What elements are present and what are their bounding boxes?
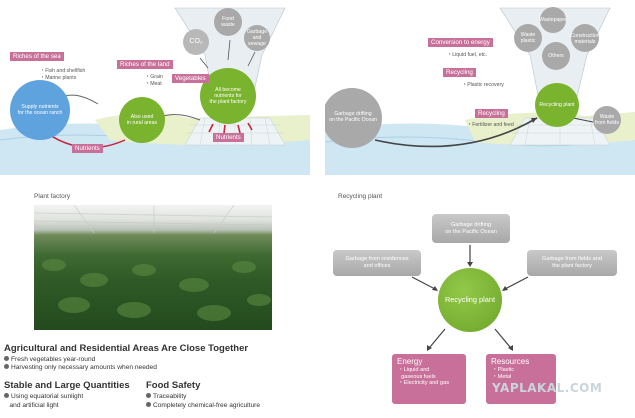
conversion-item: ・Liquid fuel, etc. bbox=[447, 52, 488, 58]
energy-title: Energy bbox=[397, 357, 423, 366]
recycling-tag-2: Recycling bbox=[475, 109, 508, 118]
feature-item-chemical-free: Completely chemical-free agriculture bbox=[146, 402, 260, 411]
bullet-icon bbox=[146, 402, 151, 407]
feature-item-traceability: Traceability bbox=[146, 393, 186, 402]
feature-item-harvest: Harvesting only necessary amounts when n… bbox=[4, 364, 157, 373]
riches-of-sea-tag: Riches of the sea bbox=[10, 52, 64, 61]
plant-factory-photo bbox=[34, 205, 272, 330]
feature-item-sunlight: Using equatorial sunlight and artificial… bbox=[4, 393, 83, 410]
resources-items: ・Plastic ・Metal bbox=[492, 367, 515, 380]
riches-of-land-tag: Riches of the land bbox=[117, 60, 173, 69]
recycling-tag-1: Recycling bbox=[443, 68, 476, 77]
bullet-icon bbox=[146, 393, 151, 398]
feature-item-fresh: Fresh vegetables year-round bbox=[4, 356, 95, 365]
feature-item-traceability-text: Traceability bbox=[153, 393, 187, 400]
recycling-plant-center bbox=[438, 268, 502, 332]
recycling-item-2: ・Fertilizer and feed bbox=[467, 122, 514, 128]
nutrients-tag-right: Nutrients bbox=[213, 133, 244, 142]
land-item-grain: ・Grain bbox=[145, 74, 163, 80]
supply-circle-label: Supply nutrients for the ocean ranch bbox=[17, 104, 63, 116]
bullet-icon bbox=[4, 393, 9, 398]
watermark: YAPLAKAL.COM bbox=[492, 381, 603, 395]
energy-items: ・Liquid and gaseous fuels ・Electricity a… bbox=[398, 367, 449, 386]
sea-item-plants: ・Marine plants bbox=[40, 75, 77, 81]
co2-label: CO₂ bbox=[189, 38, 203, 45]
recycling-arrows bbox=[411, 245, 529, 351]
garbage-sewage-label: Garbage and sewage bbox=[246, 29, 268, 47]
rural-circle-label: Also used in rural areas bbox=[126, 114, 158, 126]
recycling-item-1: ・Plastic recovery bbox=[462, 82, 504, 88]
resources-box: Resources ・Plastic ・Metal bbox=[486, 354, 556, 404]
box-garbage-fields: Garbage from fields and the plant factor… bbox=[527, 250, 617, 276]
feature-item-chemical-free-text: Completely chemical-free agriculture bbox=[153, 402, 261, 409]
waste-fields-label: Waste from fields bbox=[595, 114, 619, 126]
recycling-plant-caption: Recycling plant bbox=[338, 193, 383, 200]
vegetables-tag: Vegetables bbox=[172, 74, 209, 83]
plant-factory-circle-label: All become nutrients for the plant facto… bbox=[209, 87, 247, 105]
land-item-meat: ・Meat bbox=[145, 81, 162, 87]
feature-item-fresh-text: Fresh vegetables year-round bbox=[11, 356, 96, 363]
box-garbage-residences: Garbage from residences and offices bbox=[333, 250, 421, 276]
photo-detail bbox=[34, 205, 272, 321]
wastepaper-label: Wastepaper bbox=[539, 17, 567, 23]
plant-factory-caption: Plant factory bbox=[34, 193, 71, 200]
food-waste-label: Food waste bbox=[221, 16, 235, 28]
waste-plastic-label: Waste plastic bbox=[520, 32, 536, 44]
resources-title: Resources bbox=[491, 357, 530, 366]
box-garbage-drifting: Garbage drifting on the Pacific Ocean bbox=[432, 214, 510, 243]
sea-item-fish: ・Fish and shellfish bbox=[40, 68, 86, 74]
feature-heading-3: Food Safety bbox=[146, 380, 201, 391]
feature-item-sunlight-text: Using equatorial sunlight and artificial… bbox=[9, 393, 84, 409]
feature-item-harvest-text: Harvesting only necessary amounts when n… bbox=[11, 364, 157, 371]
others-label: Others bbox=[548, 53, 564, 59]
recycling-plant-circle-label: Recycling plant bbox=[539, 102, 575, 108]
top-right-diagram-art bbox=[325, 7, 635, 175]
conversion-to-energy-tag: Conversion to energy bbox=[428, 38, 493, 47]
feature-heading-2: Stable and Large Quantities bbox=[4, 380, 130, 391]
feature-heading-1: Agricultural and Residential Areas Are C… bbox=[4, 343, 249, 354]
bullet-icon bbox=[4, 356, 9, 361]
energy-box: Energy ・Liquid and gaseous fuels ・Electr… bbox=[392, 354, 466, 404]
bullet-icon bbox=[4, 364, 9, 369]
nutrients-tag-bottom: Nutrients bbox=[72, 144, 103, 153]
drifting-circle-label: Garbage drifting on the Pacific Ocean bbox=[329, 111, 377, 123]
construction-label: Construction materials bbox=[570, 33, 600, 45]
recycling-plant-center-label: Recycling plant bbox=[444, 295, 496, 304]
